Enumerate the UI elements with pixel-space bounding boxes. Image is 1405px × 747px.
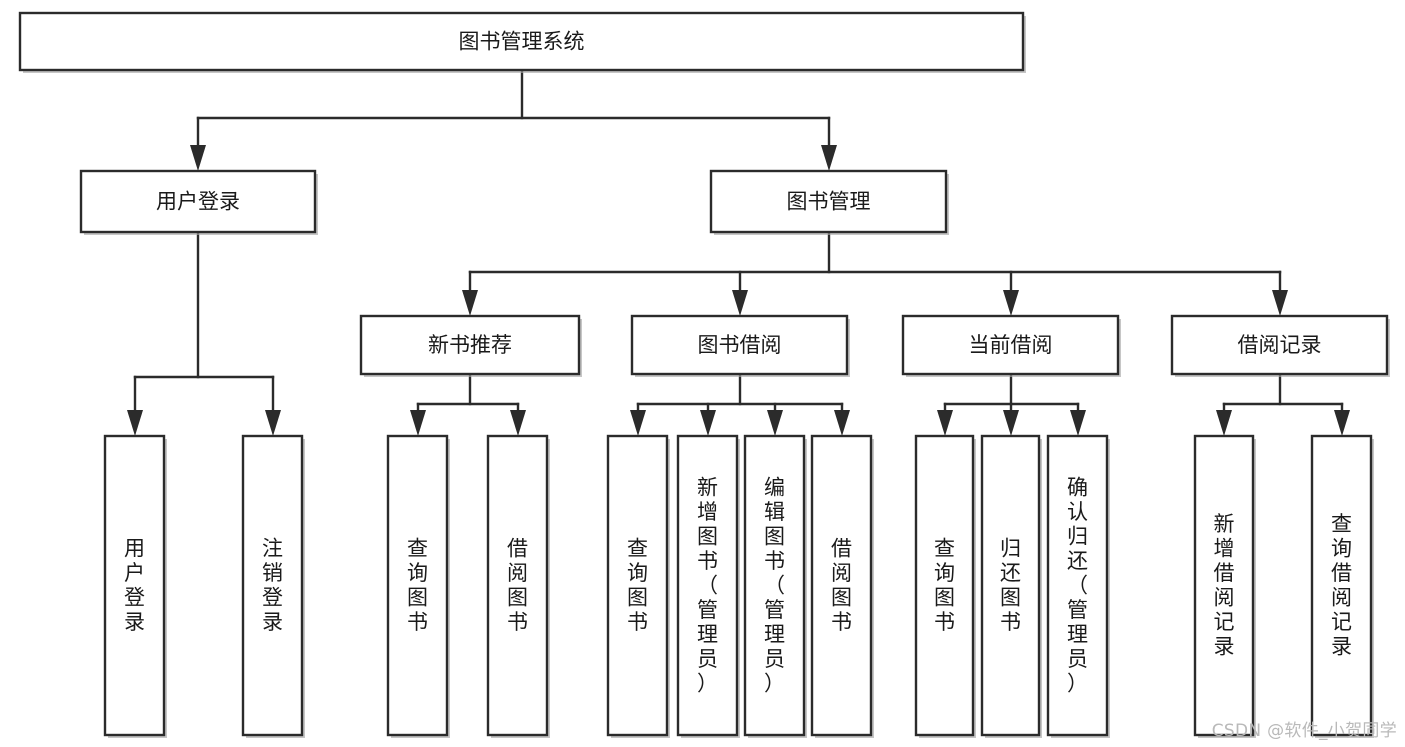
arrow-head-leaf_query_book_1 xyxy=(410,410,426,436)
arrow-head-leaf_confirm_return xyxy=(1070,410,1086,436)
node-label-leaf_confirm_return: 确认归还（管理员） xyxy=(1067,475,1088,695)
arrow-head-book_borrow xyxy=(732,290,748,316)
edge-group-book_manage xyxy=(462,230,1288,316)
arrow-head-leaf_query_book_2 xyxy=(630,410,646,436)
edge-group-root xyxy=(190,68,837,171)
arrow-head-new_book_rec xyxy=(462,290,478,316)
arrow-head-leaf_query_book_3 xyxy=(937,410,953,436)
node-label-leaf_query_book_2: 查询图书 xyxy=(627,537,648,635)
node-leaf_borrow_book_2[interactable]: 借阅图书 xyxy=(810,434,874,738)
node-rect-leaf_query_record[interactable] xyxy=(1310,434,1373,737)
node-current_borrow[interactable]: 当前借阅 xyxy=(901,314,1121,377)
node-leaf_borrow_book_1[interactable]: 借阅图书 xyxy=(486,434,550,738)
edge-group-user_login xyxy=(127,230,281,436)
node-leaf_user_login[interactable]: 用户登录 xyxy=(103,434,167,738)
node-leaf_confirm_return[interactable]: 确认归还（管理员） xyxy=(1046,434,1110,738)
node-root[interactable]: 图书管理系统 xyxy=(18,11,1026,73)
node-leaf_query_book_3[interactable]: 查询图书 xyxy=(914,434,976,738)
node-label-current_borrow: 当前借阅 xyxy=(969,333,1053,357)
node-rect-borrow_record[interactable] xyxy=(1170,314,1389,376)
arrow-head-borrow_record xyxy=(1272,290,1288,316)
arrow-head-leaf_edit_book xyxy=(767,410,783,436)
node-rect-leaf_query_book_2[interactable] xyxy=(606,434,669,737)
arrow-head-leaf_borrow_book_1 xyxy=(510,410,526,436)
node-rect-leaf_borrow_book_1[interactable] xyxy=(486,434,549,737)
arrow-head-leaf_user_login xyxy=(127,410,143,436)
node-rect-leaf_confirm_return[interactable] xyxy=(1046,434,1109,737)
node-book_manage[interactable]: 图书管理 xyxy=(709,169,949,235)
arrow-head-book_manage xyxy=(821,145,837,171)
arrow-head-leaf_query_record xyxy=(1334,410,1350,436)
node-rect-leaf_return_book[interactable] xyxy=(980,434,1041,737)
node-leaf_return_book[interactable]: 归还图书 xyxy=(980,434,1042,738)
arrow-head-leaf_add_book xyxy=(700,410,716,436)
node-leaf_add_record[interactable]: 新增借阅记录 xyxy=(1193,434,1256,738)
node-rect-leaf_edit_book[interactable] xyxy=(743,434,806,737)
edge-group-new_book_rec xyxy=(410,372,526,436)
node-label-leaf_return_book: 归还图书 xyxy=(1000,537,1021,635)
node-rect-leaf_user_login[interactable] xyxy=(103,434,166,737)
node-label-leaf_add_record: 新增借阅记录 xyxy=(1214,512,1235,659)
arrow-head-leaf_return_book xyxy=(1003,410,1019,436)
node-label-leaf_borrow_book_1: 借阅图书 xyxy=(507,537,528,635)
arrow-head-leaf_borrow_book_2 xyxy=(834,410,850,436)
node-borrow_record[interactable]: 借阅记录 xyxy=(1170,314,1390,377)
node-rect-leaf_add_record[interactable] xyxy=(1193,434,1255,737)
edge-group-book_borrow xyxy=(630,372,850,436)
node-label-leaf_borrow_book_2: 借阅图书 xyxy=(831,537,852,635)
nodes-layer: 图书管理系统用户登录图书管理新书推荐图书借阅当前借阅借阅记录用户登录注销登录查询… xyxy=(18,11,1390,738)
arrow-head-current_borrow xyxy=(1003,290,1019,316)
node-rect-book_borrow[interactable] xyxy=(630,314,849,376)
node-label-leaf_logout: 注销登录 xyxy=(262,537,283,635)
node-label-book_manage: 图书管理 xyxy=(787,190,871,214)
node-rect-leaf_logout[interactable] xyxy=(241,434,304,737)
node-label-leaf_add_book: 新增图书（管理员） xyxy=(697,475,718,695)
edge-group-current_borrow xyxy=(937,372,1086,436)
node-label-leaf_edit_book: 编辑图书（管理员） xyxy=(764,475,785,695)
node-user_login[interactable]: 用户登录 xyxy=(79,169,318,235)
node-rect-leaf_add_book[interactable] xyxy=(676,434,739,737)
node-book_borrow[interactable]: 图书借阅 xyxy=(630,314,850,377)
arrow-head-user_login xyxy=(190,145,206,171)
node-label-book_borrow: 图书借阅 xyxy=(698,333,782,357)
edges-layer xyxy=(127,68,1350,436)
node-leaf_logout[interactable]: 注销登录 xyxy=(241,434,305,738)
node-label-borrow_record: 借阅记录 xyxy=(1238,333,1322,357)
node-label-root: 图书管理系统 xyxy=(459,30,585,54)
node-rect-current_borrow[interactable] xyxy=(901,314,1120,376)
node-rect-leaf_query_book_3[interactable] xyxy=(914,434,975,737)
node-label-user_login: 用户登录 xyxy=(156,190,240,214)
node-rect-root[interactable] xyxy=(18,11,1025,72)
node-rect-book_manage[interactable] xyxy=(709,169,948,234)
arrow-head-leaf_logout xyxy=(265,410,281,436)
node-label-leaf_query_record: 查询借阅记录 xyxy=(1331,512,1352,659)
node-rect-user_login[interactable] xyxy=(79,169,317,234)
node-label-leaf_query_book_1: 查询图书 xyxy=(407,537,428,635)
node-leaf_query_book_2[interactable]: 查询图书 xyxy=(606,434,670,738)
arrow-head-leaf_add_record xyxy=(1216,410,1232,436)
node-leaf_add_book[interactable]: 新增图书（管理员） xyxy=(676,434,740,738)
node-leaf_query_record[interactable]: 查询借阅记录 xyxy=(1310,434,1374,738)
node-label-new_book_rec: 新书推荐 xyxy=(428,333,512,357)
node-leaf_query_book_1[interactable]: 查询图书 xyxy=(386,434,450,738)
node-rect-leaf_query_book_1[interactable] xyxy=(386,434,449,737)
node-label-leaf_user_login: 用户登录 xyxy=(124,537,145,635)
edge-group-borrow_record xyxy=(1216,372,1350,436)
node-rect-new_book_rec[interactable] xyxy=(359,314,581,376)
node-new_book_rec[interactable]: 新书推荐 xyxy=(359,314,582,377)
node-leaf_edit_book[interactable]: 编辑图书（管理员） xyxy=(743,434,807,738)
node-rect-leaf_borrow_book_2[interactable] xyxy=(810,434,873,737)
node-label-leaf_query_book_3: 查询图书 xyxy=(934,537,955,635)
csdn-watermark: CSDN @软件_小贺同学 xyxy=(1211,721,1397,741)
